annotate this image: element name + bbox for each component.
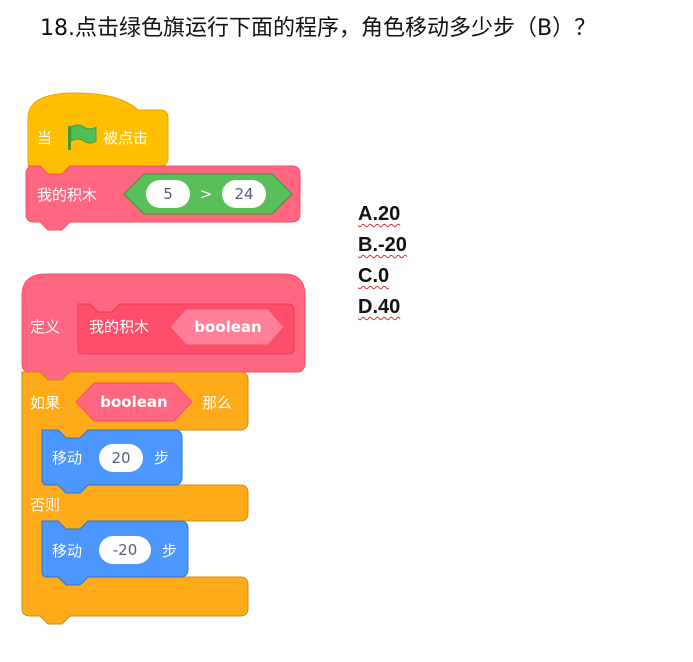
move1-steps-field[interactable] [99,444,143,472]
left-operand-field[interactable] [146,180,190,208]
if-label: 如果 [30,394,60,412]
option-c: C.0 [358,265,390,287]
operator-symbol: > [200,185,213,203]
if-else-block: 如果 boolean 那么 否则 [21,371,249,625]
green-flag-icon [68,124,97,150]
then-label: 那么 [202,394,232,412]
question-text: 18.点击绿色旗运行下面的程序，角色移动多少步（B）？ [40,16,597,41]
my-block-call: 我的积木 5 > 24 [25,165,301,231]
move-block-2: 移动 -20 步 [41,520,189,586]
move-block-1: 移动 20 步 [41,429,183,494]
define-param-label: boolean [194,318,261,336]
else-label: 否则 [30,496,60,514]
hat-clicked-label: 被点击 [103,129,148,147]
option-b: B.-20 [358,234,407,256]
hat-when-label: 当 [37,129,52,147]
move2-value: -20 [113,541,138,559]
option-d: D.40 [358,296,401,318]
define-label: 定义 [30,318,60,336]
move2-steps-label: 步 [162,542,177,560]
option-a: A.20 [358,203,401,225]
right-operand-field[interactable] [222,180,266,208]
when-flag-clicked-block: 当 被点击 [27,92,169,175]
call-name-label: 我的积木 [37,186,97,204]
move2-label: 移动 [52,542,82,560]
left-operand-value: 5 [163,185,173,203]
move1-steps-label: 步 [154,449,169,467]
if-condition-label: boolean [100,393,167,411]
right-operand-value: 24 [234,185,253,203]
define-block: 定义 我的积木 boolean [21,273,306,381]
define-name-label: 我的积木 [89,318,149,336]
define-param-boolean[interactable] [169,308,285,346]
if-condition-boolean[interactable] [75,382,193,422]
move2-steps-field[interactable] [99,536,151,564]
move1-label: 移动 [52,449,82,467]
move1-value: 20 [111,449,130,467]
